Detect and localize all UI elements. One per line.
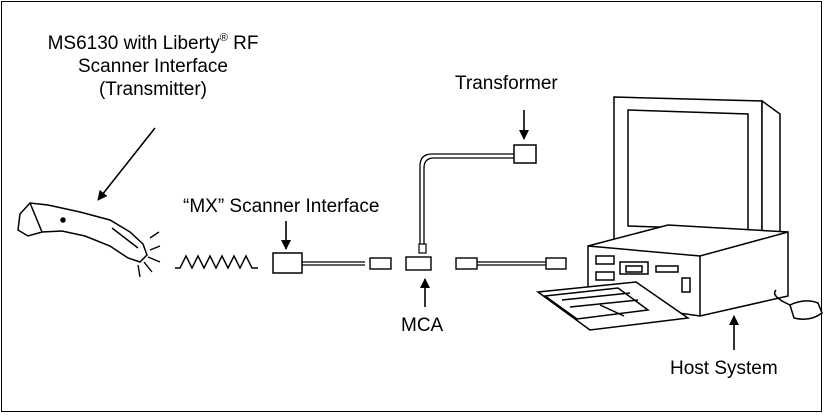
- host-cable-connector-left: [455, 257, 478, 270]
- transformer-label: Transformer: [455, 73, 558, 94]
- transformer-cable: [419, 153, 514, 244]
- handheld-scanner-icon: [17, 202, 148, 263]
- scanner-pointer-arrow: [97, 127, 156, 201]
- mx-interface-box: [272, 252, 303, 274]
- mx-cable: [302, 261, 365, 266]
- scanner-label-line3: (Transmitter): [98, 79, 208, 100]
- mca-plug: [418, 243, 427, 254]
- host-cable: [477, 261, 546, 266]
- mx-cable-connector: [369, 257, 392, 270]
- host-system-label: Host System: [670, 358, 778, 379]
- host-cable-connector-right: [545, 257, 567, 270]
- mca-label: MCA: [401, 315, 444, 336]
- mx-interface-label: “MX” Scanner Interface: [183, 196, 380, 217]
- mca-box: [405, 256, 432, 271]
- transformer-box: [513, 144, 537, 164]
- host-computer-icon: [535, 96, 823, 331]
- scanner-label-line1: MS6130 with Liberty® RF: [47, 31, 259, 54]
- scanner-label: MS6130 with Liberty® RF Scanner Interfac…: [23, 32, 283, 101]
- scanner-label-line2: Scanner Interface: [78, 56, 228, 77]
- rf-wave: [175, 254, 258, 270]
- scan-light-rays: [137, 231, 161, 278]
